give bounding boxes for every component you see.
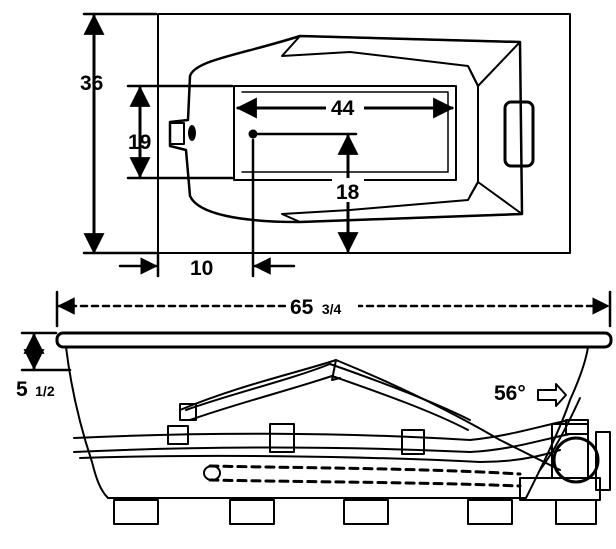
pump-body xyxy=(595,431,611,491)
tub-leg-4 xyxy=(467,499,513,525)
tub-body xyxy=(65,346,589,499)
top-view: 36 19 44 18 10 xyxy=(80,12,571,280)
tub-leg-2 xyxy=(229,499,275,525)
pipe-joint-1 xyxy=(167,425,189,445)
pipe-upper-loop-inner xyxy=(189,375,469,431)
tub-rim xyxy=(55,331,613,349)
tub-leg-3 xyxy=(343,499,389,525)
dim-44-label-bg xyxy=(326,94,364,118)
tub-leg-1 xyxy=(113,499,159,525)
drain-icon xyxy=(248,129,258,139)
pipe-joint-2 xyxy=(269,423,295,453)
drain-pipe-dashed-lower xyxy=(208,478,522,488)
dim-65-whole: 65 xyxy=(290,296,314,319)
basin-outline xyxy=(168,34,524,224)
pump-base xyxy=(519,477,601,501)
dim-5-label: 5 1/2 xyxy=(16,378,55,401)
tub-outer-rim xyxy=(157,13,571,254)
dim-65-label-bg xyxy=(286,294,358,318)
pipe-main-top xyxy=(73,419,571,441)
dim-44-label: 44 xyxy=(331,97,355,120)
headrest-line xyxy=(469,69,479,197)
dim-10-label: 10 xyxy=(190,257,213,280)
dim-36-label: 36 xyxy=(80,72,103,95)
pillow xyxy=(503,100,535,168)
overflow-cover xyxy=(169,122,185,145)
drain-pipe-end xyxy=(203,465,221,481)
pipe-upper-loop xyxy=(185,363,471,421)
dim-5-fraction: 1/2 xyxy=(35,383,55,399)
pipe-joint-4 xyxy=(179,403,197,421)
basin-curve xyxy=(179,359,561,471)
pipe-main-bottom xyxy=(73,433,571,453)
dim-5-whole: 5 xyxy=(16,378,28,401)
dim-18-label: 18 xyxy=(336,181,360,204)
headrest-upper xyxy=(281,35,521,87)
angle-arrow-icon xyxy=(537,383,567,407)
pipe-joint-3 xyxy=(401,429,425,455)
dim-65-fraction: 3/4 xyxy=(322,301,342,317)
tub-leg-5 xyxy=(555,499,597,525)
dim-19-label: 19 xyxy=(128,131,151,154)
headrest-lower xyxy=(281,181,523,223)
backrest-angle-label: 56° xyxy=(494,382,526,405)
dim-65-label: 65 3/4 xyxy=(290,296,341,319)
side-view: 65 3/4 5 1/2 56° xyxy=(16,290,613,525)
pump-motor-icon xyxy=(552,436,600,484)
overflow-hole-icon xyxy=(188,125,196,141)
dim-18-label-bg xyxy=(332,178,364,202)
drain-pipe-dashed xyxy=(208,464,522,476)
pipe-return xyxy=(79,449,561,463)
pump-head xyxy=(565,419,589,435)
